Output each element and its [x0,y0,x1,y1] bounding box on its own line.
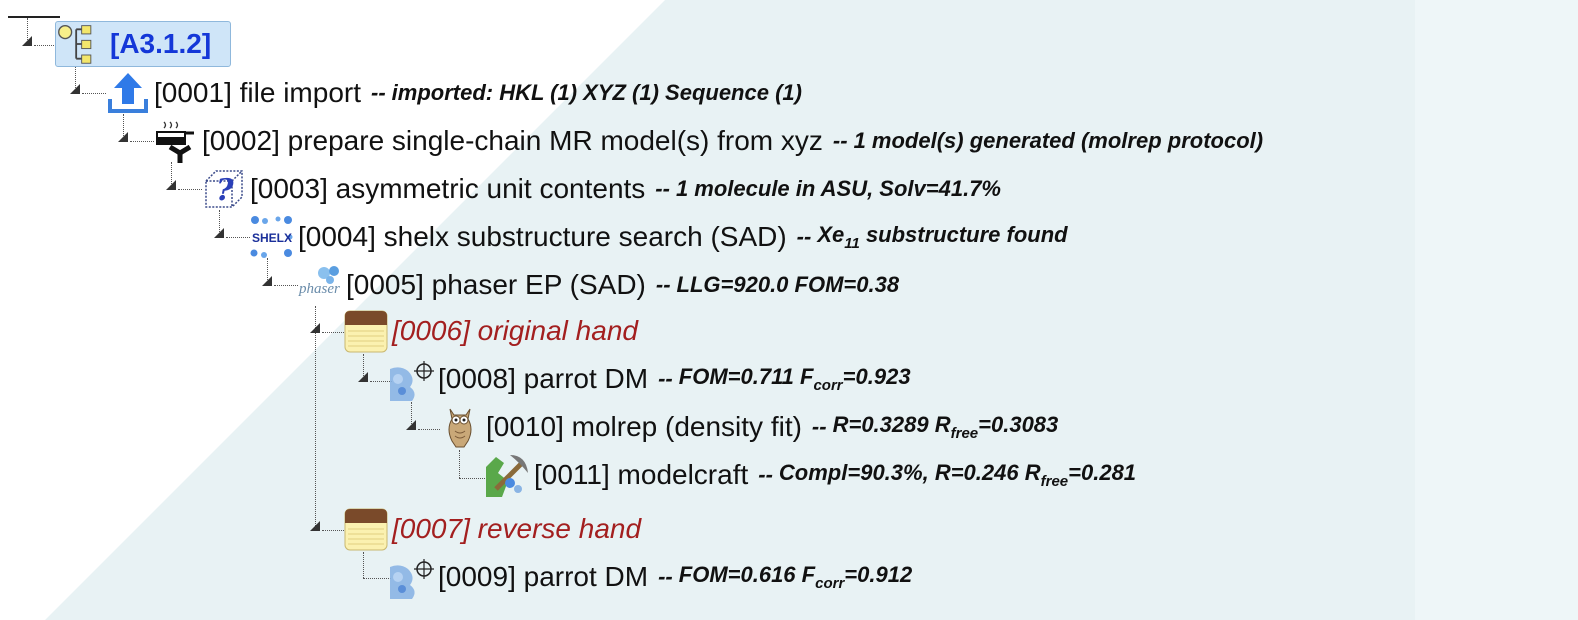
svg-text:SHELX: SHELX [252,231,292,245]
svg-text:?: ? [216,173,234,208]
separator: -- [832,128,848,153]
job-title: [0003] asymmetric unit contents [250,173,646,204]
model-prep-icon [154,119,198,163]
job-title: [0002] prepare single-chain MR model(s) … [202,125,823,156]
job-summary: Compl=90.3%, R=0.246 Rfree=0.281 [778,460,1137,490]
parrot-dm-icon [390,357,434,401]
project-tree-icon [56,22,104,66]
background-right-panel [1415,0,1578,620]
job-node-0006[interactable]: [0006] original hand [344,308,638,354]
job-title: [0001] file import [154,77,361,108]
job-title: [0004] shelx substructure search (SAD) [298,221,787,252]
separator: -- [655,272,671,297]
separator: -- [796,224,812,249]
job-title: [0007] reverse hand [392,513,642,544]
shelx-icon: SHELX [250,215,294,259]
import-icon [106,71,150,115]
job-summary: FOM=0.616 Fcorr=0.912 [678,562,913,592]
job-node-0004[interactable]: SHELX [0004] shelx substructure search (… [250,214,1068,260]
phaser-icon: phaser [298,263,342,307]
job-summary: LLG=920.0 FOM=0.38 [676,272,900,297]
job-summary: FOM=0.711 Fcorr=0.923 [678,364,911,394]
separator: -- [658,564,673,589]
job-node-0007[interactable]: [0007] reverse hand [344,506,641,552]
separator: -- [655,176,670,201]
job-node-0003[interactable]: ? [0003] asymmetric unit contents -- 1 m… [202,166,1001,212]
svg-text:phaser: phaser [298,281,340,297]
notepad-icon [344,507,388,551]
top-rule [8,16,60,18]
job-summary: imported: HKL (1) XYZ (1) Sequence (1) [391,80,802,105]
job-node-0005[interactable]: phaser [0005] phaser EP (SAD) -- LLG=920… [298,262,899,308]
job-title: [0011] modelcraft [534,459,749,490]
job-title: [0009] parrot DM [438,561,649,592]
job-title: [0008] parrot DM [438,363,649,394]
job-title: [0010] molrep (density fit) [486,411,802,442]
notepad-icon [344,309,388,353]
asu-cube-icon: ? [202,167,246,211]
job-node-0001[interactable]: [0001] file import -- imported: HKL (1) … [106,70,802,116]
owl-icon [438,405,482,449]
separator: -- [811,414,827,439]
separator: -- [371,80,386,105]
job-node-0011[interactable]: [0011] modelcraft -- Compl=90.3%, R=0.24… [486,452,1136,498]
job-summary: R=0.3289 Rfree=0.3083 [832,412,1059,442]
job-node-0002[interactable]: [0002] prepare single-chain MR model(s) … [154,118,1263,164]
job-title: [0006] original hand [392,315,638,346]
project-node[interactable]: [A3.1.2] [55,21,231,67]
parrot-dm-icon [390,555,434,599]
job-node-0008[interactable]: [0008] parrot DM -- FOM=0.711 Fcorr=0.92… [390,356,911,402]
job-summary: Xe11 substructure found [817,222,1068,252]
job-node-0009[interactable]: [0009] parrot DM -- FOM=0.616 Fcorr=0.91… [390,554,912,600]
job-summary: 1 molecule in ASU, Solv=41.7% [675,176,1001,201]
job-node-0010[interactable]: [0010] molrep (density fit) -- R=0.3289 … [438,404,1058,450]
separator: -- [658,366,673,391]
separator: -- [758,462,773,487]
job-title: [0005] phaser EP (SAD) [346,269,646,300]
job-summary: 1 model(s) generated (molrep protocol) [853,128,1264,153]
project-label: [A3.1.2] [110,28,212,59]
pickaxe-icon [486,453,530,497]
